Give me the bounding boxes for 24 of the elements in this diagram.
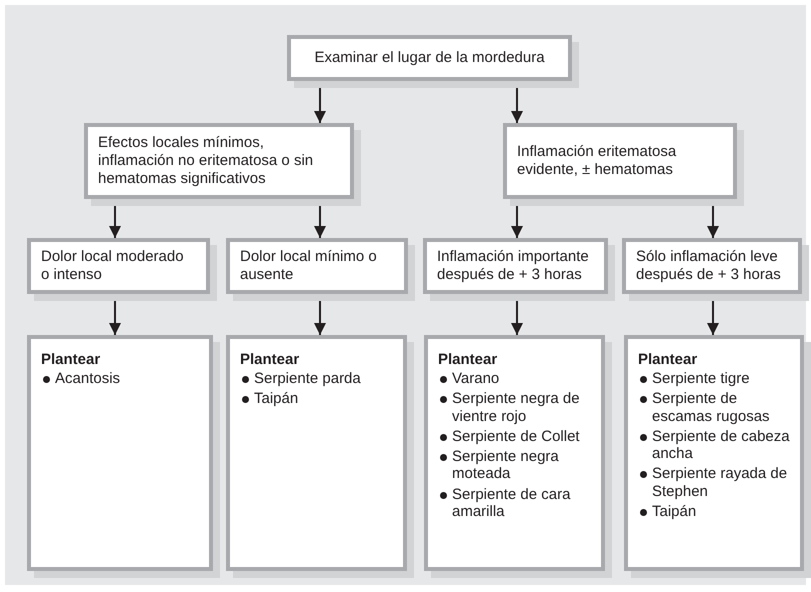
box-text: Sólo inflamación leve después de + 3 horas <box>636 248 782 284</box>
bullet-item: Serpiente negra de vientre rojo <box>438 390 593 425</box>
box-text: Examinar el lugar de la mordedura <box>314 49 545 67</box>
bullet-item: Serpiente rayada de Stephen <box>638 465 792 500</box>
box-text: Inflamación importante después de + 3 horas <box>437 248 590 284</box>
box-heading: Plantear <box>41 351 100 369</box>
bullet-item: Taipán <box>638 502 696 520</box>
bullet-item: Acantosis <box>41 370 120 388</box>
bullet-item: Serpiente de cara amarilla <box>438 486 593 520</box>
box-text: Efectos locales mínimos, inflamación no eritematosa o sin hematomas significativos <box>98 134 314 188</box>
bullet-item: Serpiente de cabeza ancha <box>638 428 792 462</box>
box-heading: Plantear <box>438 351 498 369</box>
box-text: Inflamación eritematosa evidente, ± hematomas <box>517 143 678 179</box>
box-heading: Plantear <box>240 351 300 369</box>
bullet-item: Serpiente de Collet <box>438 428 580 445</box>
bullet-item: Taipán <box>240 390 298 408</box>
box-text: Dolor local mínimo o ausente <box>240 248 378 284</box>
bullet-item: Serpiente tigre <box>638 370 750 388</box>
bullet-item: Varano <box>438 370 500 388</box>
box-text: Dolor local moderado o intenso <box>41 248 185 284</box>
bullet-item: Serpiente de escamas rugosas <box>638 390 792 425</box>
bullet-item: Serpiente negra moteada <box>438 448 593 482</box>
box-heading: Plantear <box>638 351 698 369</box>
bullet-item: Serpiente parda <box>240 370 361 388</box>
